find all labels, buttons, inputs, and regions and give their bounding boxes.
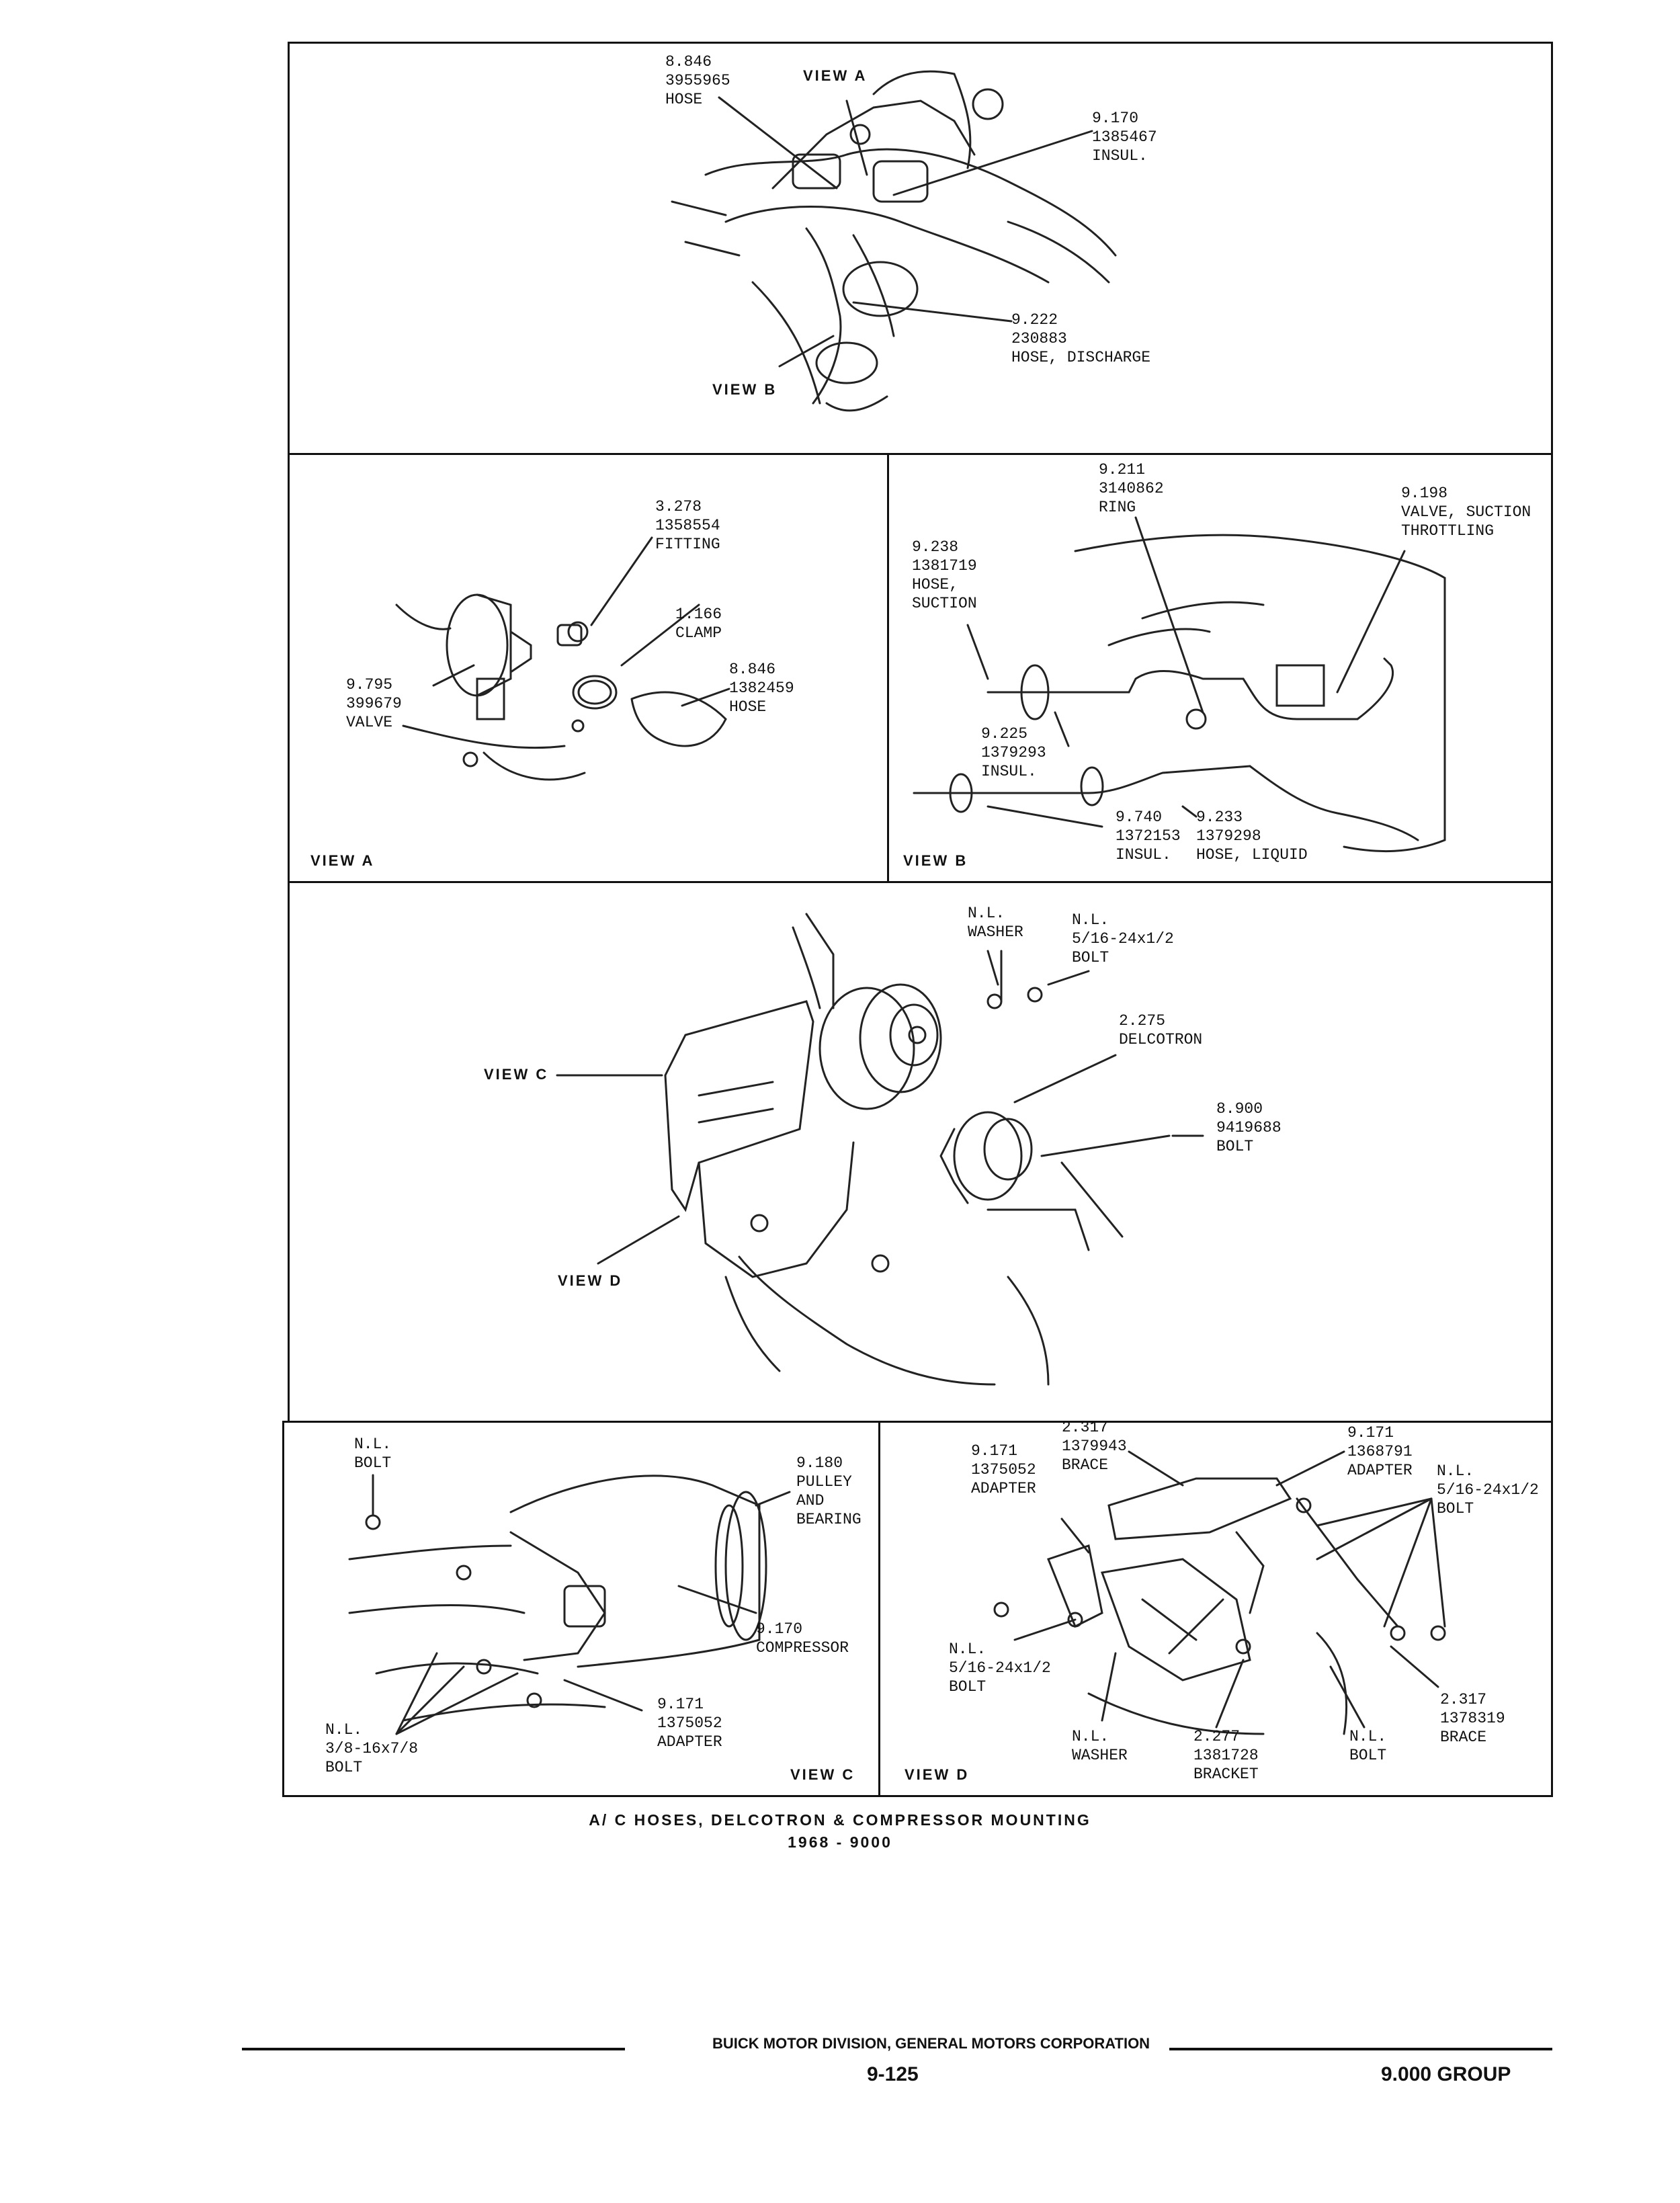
view-d-callout-bolt-bottom: N.L. BOLT xyxy=(1349,1728,1387,1764)
middle-callout-bolt: N.L. 5/16-24x1/2 BOLT xyxy=(1072,911,1174,966)
view-d-callout-bolt-left: N.L. 5/16-24x1/2 BOLT xyxy=(949,1640,1051,1696)
panel-view-d xyxy=(878,1421,1553,1797)
view-c-callout-bolt: N.L. BOLT xyxy=(354,1436,392,1472)
view-d-callout-brace-bottom: 2.317 1378319 BRACE xyxy=(1440,1691,1505,1746)
view-d-callout-adapter-right: 9.171 1368791 ADAPTER xyxy=(1347,1424,1413,1479)
view-d-title: VIEW D xyxy=(905,1766,970,1783)
view-c-callout-long-bolt: N.L. 3/8-16x7/8 BOLT xyxy=(325,1721,419,1776)
footer-rule-right xyxy=(1169,2048,1552,2050)
middle-mounting-illustration xyxy=(664,913,1171,1386)
middle-callout-washer: N.L. WASHER xyxy=(968,905,1023,941)
view-d-callout-brace-top: 2.317 1379943 BRACE xyxy=(1062,1419,1127,1474)
middle-callout-delcotron: 2.275 DELCOTRON xyxy=(1119,1012,1203,1048)
view-a-callout-fitting: 3.278 1358554 FITTING xyxy=(655,498,720,553)
footer-rule-left xyxy=(242,2048,625,2050)
view-a-callout-clamp: 1.166 CLAMP xyxy=(675,606,722,642)
middle-view-d-label: VIEW D xyxy=(558,1272,623,1289)
figure-caption-title: A/ C HOSES, DELCOTRON & COMPRESSOR MOUNT… xyxy=(589,1811,1091,1829)
top-callout-3: 9.222 230883 HOSE, DISCHARGE xyxy=(1011,311,1151,366)
view-b-callout-valve: 9.198 VALVE, SUCTION THROTTLING xyxy=(1401,485,1531,540)
top-callout-1: 8.846 3955965 HOSE xyxy=(665,53,730,108)
view-c-callout-compressor: 9.170 COMPRESSOR xyxy=(756,1620,849,1657)
view-c-title: VIEW C xyxy=(790,1766,855,1783)
top-view-a-label: VIEW A xyxy=(803,67,868,84)
view-b-callout-insul-2: 9.740 1372153 INSUL. xyxy=(1116,808,1181,864)
footer-division: BUICK MOTOR DIVISION, GENERAL MOTORS COR… xyxy=(712,2035,1150,2052)
view-d-callout-adapter-left: 9.171 1375052 ADAPTER xyxy=(971,1442,1036,1497)
view-b-callout-insul-1: 9.225 1379293 INSUL. xyxy=(981,725,1046,780)
view-a-callout-hose: 8.846 1382459 HOSE xyxy=(729,661,794,716)
top-callout-2: 9.170 1385467 INSUL. xyxy=(1092,110,1157,165)
middle-view-c-label: VIEW C xyxy=(484,1066,549,1083)
view-b-callout-liquid-hose: 9.233 1379298 HOSE, LIQUID xyxy=(1196,808,1308,864)
view-b-callout-ring: 9.211 3140862 RING xyxy=(1099,461,1164,516)
view-d-callout-bolt-right: N.L. 5/16-24x1/2 BOLT xyxy=(1437,1462,1539,1518)
view-b-illustration xyxy=(913,534,1446,853)
view-d-illustration xyxy=(993,1477,1446,1735)
top-engine-illustration xyxy=(671,70,1117,412)
view-a-callout-valve: 9.795 399679 VALVE xyxy=(346,676,402,731)
top-view-b-label: VIEW B xyxy=(712,381,778,398)
middle-callout-long-bolt: 8.900 9419688 BOLT xyxy=(1216,1100,1282,1155)
view-c-callout-adapter: 9.171 1375052 ADAPTER xyxy=(657,1696,722,1751)
view-a-title: VIEW A xyxy=(310,852,375,869)
view-d-callout-bracket: 2.277 1381728 BRACKET xyxy=(1193,1728,1259,1783)
view-b-callout-suction-hose: 9.238 1381719 HOSE, SUCTION xyxy=(912,538,977,612)
view-a-illustration xyxy=(395,593,727,781)
footer-group: 9.000 GROUP xyxy=(1381,2063,1511,2085)
view-b-title: VIEW B xyxy=(903,852,968,869)
view-d-callout-washer: N.L. WASHER xyxy=(1072,1728,1128,1764)
figure-caption-subtitle: 1968 - 9000 xyxy=(788,1833,892,1851)
view-c-illustration xyxy=(348,1474,767,1722)
footer-page-number: 9-125 xyxy=(867,2063,919,2085)
view-c-callout-pulley: 9.180 PULLEY AND BEARING xyxy=(796,1454,862,1528)
